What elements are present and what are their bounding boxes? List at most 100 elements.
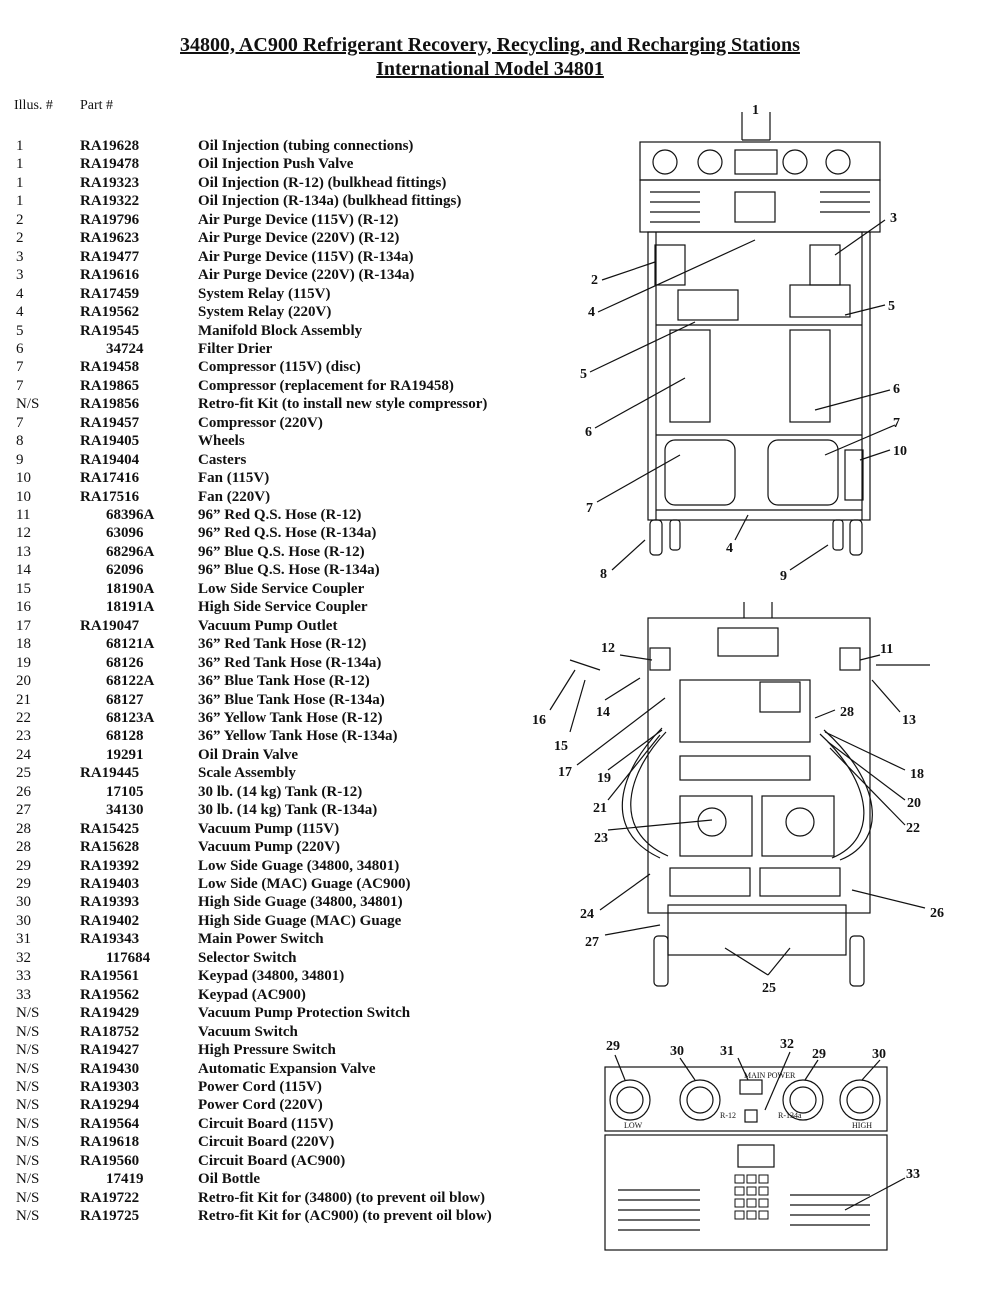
illus-number: 8	[16, 433, 24, 450]
illus-number: 3	[16, 248, 24, 265]
part-number: RA19722	[80, 1189, 140, 1206]
part-number: RA19865	[80, 377, 140, 394]
part-number: RA19458	[80, 359, 140, 376]
part-number: 68396A	[106, 507, 155, 523]
panel-text: R-12	[720, 1111, 736, 1120]
part-number: RA19429	[80, 1005, 140, 1022]
illus-number: N/S	[16, 1189, 40, 1206]
illus-number: 5	[16, 322, 24, 339]
part-description: Power Cord (115V)	[198, 1078, 322, 1095]
illus-number: 29	[16, 876, 31, 892]
part-description: Vacuum Pump (115V)	[198, 820, 340, 837]
illus-number: 22	[16, 709, 31, 726]
part-description: Fan (220V)	[198, 488, 271, 505]
illus-number: N/S	[16, 1042, 40, 1059]
part-description: Air Purge Device (220V) (R-134a)	[198, 267, 415, 284]
part-number: RA19405	[80, 433, 140, 450]
panel-text: LOW	[624, 1121, 643, 1130]
illus-number: 1	[16, 193, 24, 210]
part-description: 36” Blue Tank Hose (R-12)	[198, 673, 370, 690]
callout-label: 7	[893, 416, 900, 431]
front-view	[589, 112, 896, 571]
illus-number: 27	[16, 802, 31, 819]
part-number: RA19562	[80, 986, 140, 1003]
illus-number: 25	[16, 765, 31, 782]
illus-number: 9	[16, 451, 24, 468]
part-description: Circuit Board (220V)	[198, 1134, 335, 1151]
part-number: RA19322	[80, 193, 140, 210]
rear-view	[549, 602, 930, 987]
part-description: 96” Red Q.S. Hose (R-134a)	[198, 525, 377, 542]
illus-number: N/S	[16, 1208, 40, 1225]
part-description: High Pressure Switch	[198, 1042, 336, 1059]
part-number: 68122A	[106, 673, 155, 690]
callout-label: 20	[907, 796, 921, 811]
callout-label: 10	[893, 444, 907, 459]
callout-label: 25	[762, 981, 776, 996]
part-number: 62096	[106, 562, 144, 579]
callout-label: 4	[726, 541, 733, 556]
part-number: RA19618	[80, 1134, 140, 1151]
illus-number: 16	[16, 599, 31, 616]
callout-label: 24	[580, 907, 594, 922]
part-description: Manifold Block Assembly	[198, 322, 363, 339]
part-number: RA19628	[80, 138, 140, 154]
panel-text: R-134a	[778, 1111, 802, 1120]
callout-label: 22	[906, 821, 920, 836]
part-description: System Relay (115V)	[198, 285, 331, 302]
illus-number: 19	[16, 654, 31, 671]
callout-label: 6	[585, 425, 592, 440]
illus-number: N/S	[16, 1078, 40, 1095]
illus-number: N/S	[16, 1005, 40, 1022]
part-description: Fan (115V)	[198, 470, 270, 487]
part-number: RA19856	[80, 396, 140, 413]
illus-number: 11	[16, 507, 31, 523]
part-number: RA19343	[80, 931, 140, 948]
callout-label: 9	[780, 569, 787, 584]
part-description: Vacuum Pump Outlet	[198, 617, 338, 634]
part-number: RA19457	[80, 414, 140, 431]
part-description: Oil Injection Push Valve	[198, 156, 354, 173]
part-description: High Side Service Coupler	[198, 599, 368, 616]
illus-number: 24	[16, 746, 31, 763]
part-number: 68126	[106, 654, 144, 671]
part-number: RA19445	[80, 765, 140, 782]
part-number: RA19623	[80, 230, 140, 247]
callout-label: 23	[594, 831, 608, 846]
illus-number: 1	[16, 156, 24, 173]
part-description: Keypad (AC900)	[198, 986, 306, 1003]
callout-label: 6	[893, 382, 900, 397]
part-description: Low Side Service Coupler	[198, 580, 365, 597]
callout-label: 12	[601, 641, 615, 656]
illus-number: 1	[16, 174, 24, 191]
panel-text: HIGH	[852, 1121, 872, 1130]
illus-number: 18	[16, 636, 31, 653]
column-header-part: Part #	[80, 98, 114, 113]
callout-label: 5	[888, 299, 895, 314]
part-description: 36” Yellow Tank Hose (R-12)	[198, 709, 383, 726]
part-number: RA18752	[80, 1023, 140, 1040]
